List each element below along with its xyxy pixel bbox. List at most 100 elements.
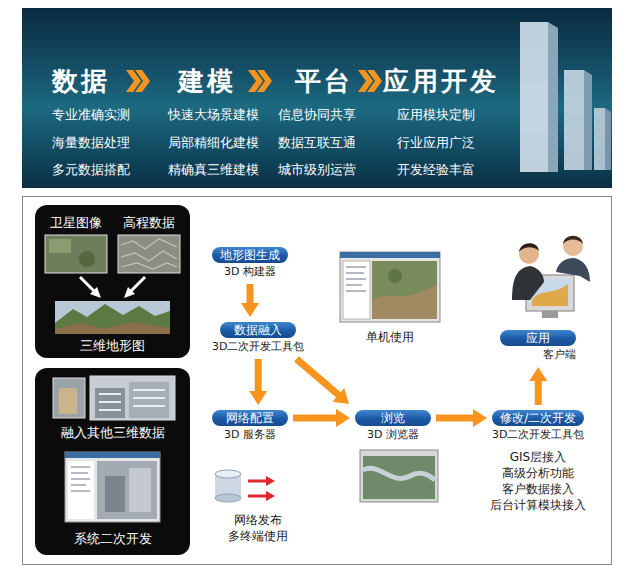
image-caption: 高程数据 xyxy=(123,215,175,231)
windows xyxy=(99,390,165,410)
column-heading: 建模 xyxy=(178,66,236,97)
deco-bar-side xyxy=(548,22,558,172)
red-arrow-shaft xyxy=(248,481,266,496)
database-base xyxy=(215,494,241,502)
terrain-mountain xyxy=(55,304,170,334)
image-caption: 融入其他三维数据 xyxy=(35,425,190,441)
terrain-sky xyxy=(55,301,170,334)
panel-frame xyxy=(23,197,612,565)
column-heading: 数据 xyxy=(52,66,110,97)
image-panel: 卫星图像 高程数据三维地形图 xyxy=(35,205,190,358)
step-node: 地形图生成 3D 构建器 xyxy=(212,247,288,279)
column-heading: 平台 xyxy=(295,66,353,97)
feature-item: 行业应用广泛 xyxy=(397,135,475,151)
note-label: 后台计算模块接入 xyxy=(478,497,598,513)
step-pill: 应用 xyxy=(500,330,576,346)
step-pill: 地形图生成 xyxy=(212,247,288,263)
software-view xyxy=(97,461,157,519)
arrow-shaft xyxy=(296,359,339,396)
image-caption: 三维地形图 xyxy=(35,338,190,354)
arrow-head xyxy=(336,409,350,427)
step-node: 数据融入 3D二次开发工具包 xyxy=(212,322,304,354)
feature-item: 多元数据搭配 xyxy=(52,162,130,178)
feature-item: 精确真三维建模 xyxy=(168,162,259,178)
image-caption: 系统二次开发 xyxy=(35,531,190,547)
step-node: 浏览3D 浏览器 xyxy=(355,410,431,442)
image-panel: 融入其他三维数据系统二次开发 xyxy=(35,368,190,555)
banner-decor xyxy=(22,8,612,188)
white-arrow-head xyxy=(90,287,101,298)
feature-item: 数据互联互通 xyxy=(278,135,356,151)
person-head xyxy=(519,244,539,264)
browser-window xyxy=(360,450,438,502)
arrow-shaft xyxy=(247,284,254,305)
software-titlebar xyxy=(65,452,160,458)
map-patch xyxy=(372,285,437,319)
deco-bar xyxy=(594,108,605,170)
chevron xyxy=(367,70,382,92)
note-label: 单机使用 xyxy=(340,329,440,345)
step-node: 网络配置 3D 服务器 xyxy=(212,410,288,442)
flow-arrow xyxy=(296,359,349,404)
arrow-head xyxy=(473,409,487,427)
screenshot-list xyxy=(346,267,366,291)
arrow-shaft xyxy=(255,359,262,393)
column-heading: 应用开发 xyxy=(383,66,499,97)
component-name: 3D二次开发工具包 xyxy=(212,340,304,354)
image-caption: 卫星图像 xyxy=(50,215,102,231)
feature-item: 城市级别运营 xyxy=(278,162,356,178)
component-name: 3D 构建器 xyxy=(212,265,288,279)
deco-bar xyxy=(564,70,584,170)
river xyxy=(363,468,435,480)
step-pill: 网络配置 xyxy=(212,410,288,426)
satellite-image xyxy=(45,235,107,273)
deco-bar-side xyxy=(605,108,611,170)
feature-item: 海量数据处理 xyxy=(52,135,130,151)
screenshot-titlebar xyxy=(340,252,440,258)
arrow-shaft xyxy=(436,415,475,422)
map-patch xyxy=(388,269,402,283)
feature-item: 信息协同共享 xyxy=(278,107,356,123)
screenshot-panel xyxy=(343,261,370,319)
arrow-head xyxy=(333,388,349,404)
database-top xyxy=(215,470,241,478)
step-pill: 数据融入 xyxy=(220,322,296,338)
red-arrow-head xyxy=(266,476,275,486)
photo-image xyxy=(53,378,85,418)
note-label: GIS层接入 xyxy=(478,449,598,465)
data-images xyxy=(35,368,190,555)
elevation-lines xyxy=(121,239,177,269)
person-body xyxy=(512,266,544,300)
person-hair xyxy=(519,243,539,252)
software-building xyxy=(105,476,125,512)
arrow-head xyxy=(249,391,267,405)
note-label: 高级分析功能 xyxy=(478,465,598,481)
person-body xyxy=(556,258,590,282)
component-name: 3D二次开发工具包 xyxy=(492,428,584,442)
feature-item: 快速大场景建模 xyxy=(168,107,259,123)
browser-map xyxy=(363,456,435,499)
feature-item: 局部精细化建模 xyxy=(168,135,259,151)
person-hair xyxy=(563,236,583,244)
note-label: 网络发布 多终端使用 xyxy=(222,512,294,544)
arrow-head xyxy=(241,303,259,317)
photo-building xyxy=(59,388,77,414)
step-node: 修改/二次开发3D二次开发工具包 xyxy=(492,410,584,442)
arrow-head xyxy=(529,367,547,381)
step-pill: 浏览 xyxy=(355,410,431,426)
feature-item: 专业准确实测 xyxy=(52,107,130,123)
image-patch xyxy=(49,239,71,253)
flow-arrow xyxy=(241,284,259,317)
white-arrow-head xyxy=(124,287,135,298)
screenshot-window xyxy=(340,252,440,322)
note-label: 客户数据接入 xyxy=(478,481,598,497)
software-list xyxy=(71,467,90,491)
chevron xyxy=(257,70,272,92)
elevation-image xyxy=(118,235,180,273)
step-node: 应用客户端 xyxy=(500,330,576,362)
screenshot-map xyxy=(372,261,437,319)
building-image xyxy=(90,376,175,420)
feature-item: 应用模块定制 xyxy=(397,107,475,123)
component-name: 3D 服务器 xyxy=(212,428,288,442)
flow-arrow xyxy=(436,409,487,427)
